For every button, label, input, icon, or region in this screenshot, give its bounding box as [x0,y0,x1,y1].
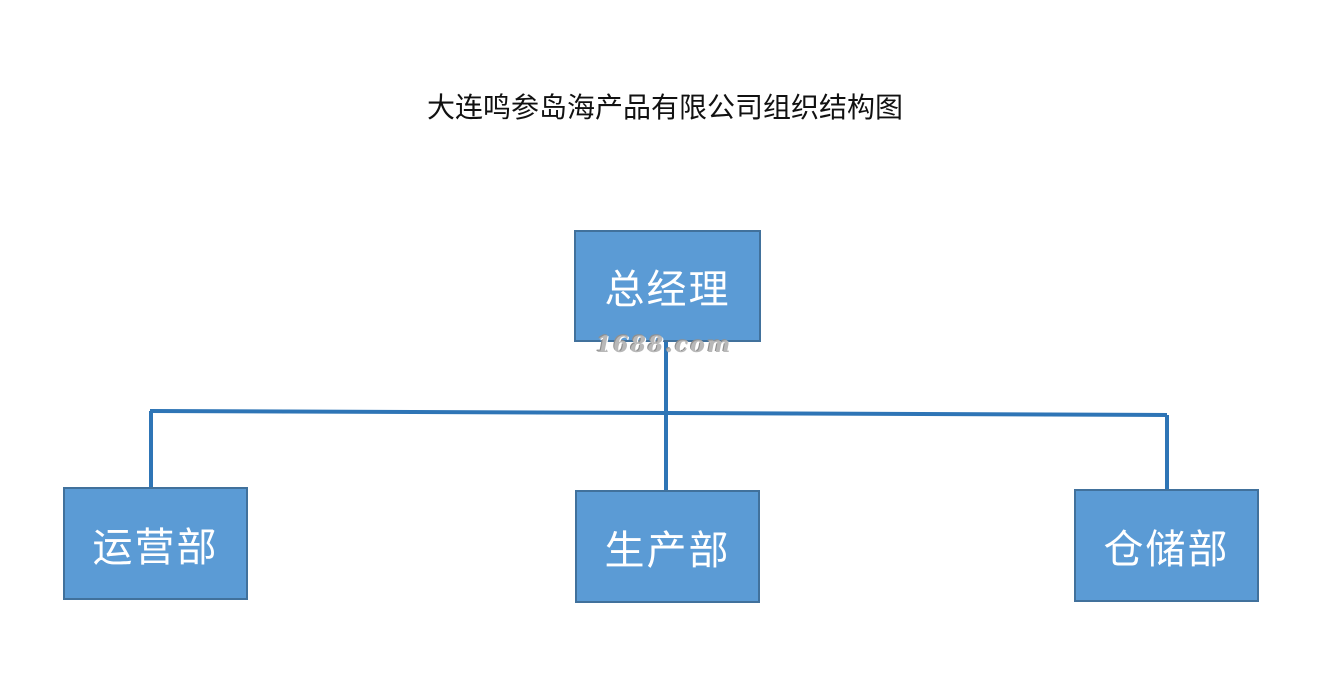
node-general-manager: 总经理 [574,230,761,342]
connector-horizontal-bar [149,409,1168,417]
node-warehouse-dept: 仓储部 [1074,489,1259,602]
chart-title: 大连鸣参岛海产品有限公司组织结构图 [426,91,903,124]
node-operations-dept: 运营部 [63,487,248,600]
node-operations-dept-label: 运营部 [92,524,219,571]
watermark-1688: 1688.com [596,332,733,358]
node-production-dept: 生产部 [575,490,760,603]
node-production-dept-label: 生产部 [604,527,731,574]
node-warehouse-dept-label: 仓储部 [1103,526,1230,573]
node-general-manager-label: 总经理 [604,267,731,313]
